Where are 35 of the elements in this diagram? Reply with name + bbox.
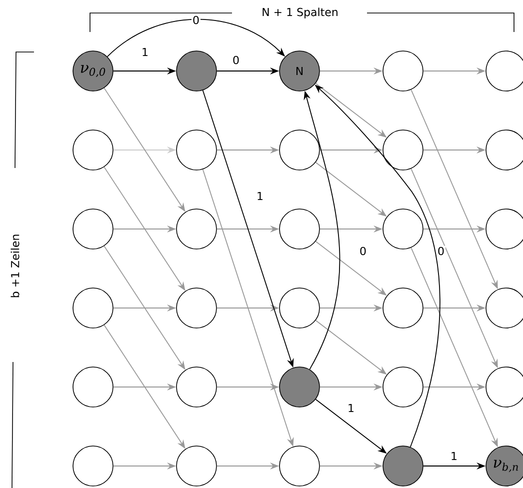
- grid-node: ν$_{0,0}$: [72, 50, 114, 92]
- circle-node: [72, 130, 114, 170]
- edge-label: 1: [346, 402, 356, 413]
- circle-node: [176, 50, 217, 92]
- circle-node: [279, 446, 320, 486]
- circle-node: [382, 208, 424, 250]
- edge-label: 1: [140, 47, 150, 57]
- circle-node: [176, 130, 217, 170]
- edge-label: 1: [450, 450, 458, 461]
- axis-label: b +1 Zeilen: [10, 234, 20, 298]
- circle-node: [382, 50, 424, 92]
- circle-node: [72, 208, 114, 250]
- edge-label: 0: [232, 54, 240, 66]
- circle-node: [279, 208, 320, 250]
- axis-label: N + 1 Spalten: [262, 8, 338, 18]
- circle-node: [72, 288, 114, 328]
- circle-node: [176, 446, 217, 486]
- edge-label: 0: [192, 14, 200, 26]
- grid-node: ν$_{b,n}$: [486, 446, 523, 486]
- circle-node: [382, 366, 424, 408]
- circle-node: [176, 366, 217, 408]
- circle-node: [382, 288, 424, 328]
- circle-node: [279, 288, 320, 328]
- edge-label: 1: [256, 190, 264, 201]
- circle-node: [279, 130, 320, 170]
- circle-node: [176, 288, 217, 328]
- grid-node: N: [279, 50, 320, 92]
- edge-label: 0: [358, 246, 368, 256]
- circle-node: [176, 208, 217, 250]
- circle-node: [72, 366, 114, 408]
- edge-label: 0: [436, 246, 446, 256]
- circle-node: [382, 446, 424, 486]
- circle-node: [279, 366, 320, 408]
- circle-node: [72, 446, 114, 486]
- circle-node: [382, 130, 424, 170]
